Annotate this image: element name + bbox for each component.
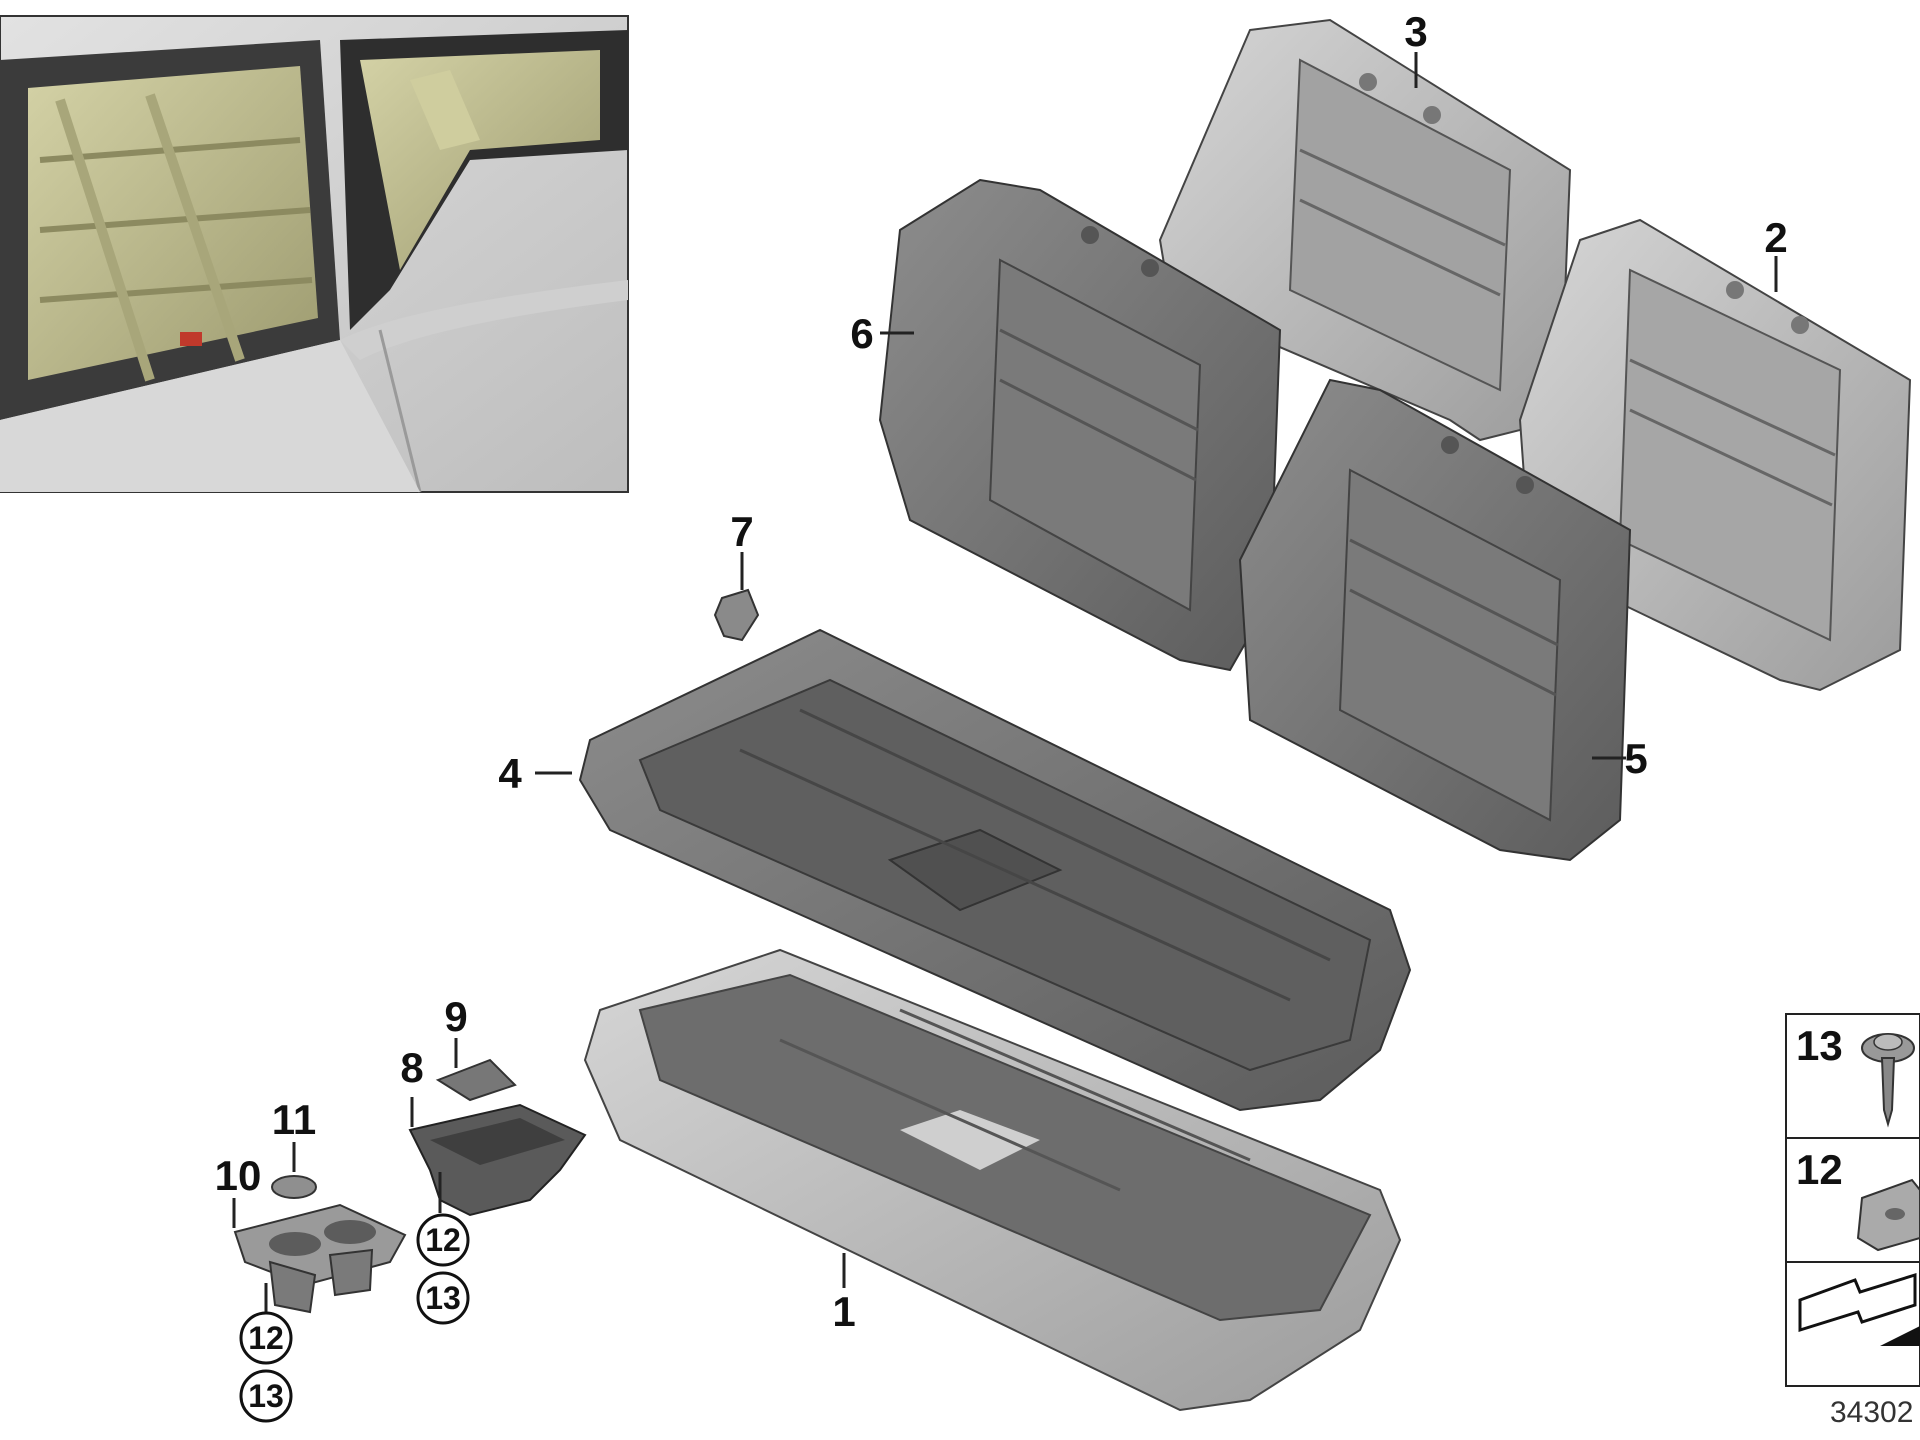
callout-7: 7 bbox=[730, 508, 753, 555]
callout-3: 3 bbox=[1404, 8, 1427, 55]
part-7-cap bbox=[713, 588, 760, 642]
leader-lines bbox=[232, 52, 1778, 1313]
callout-11: 11 bbox=[272, 1096, 316, 1143]
part-5-backrest-dark bbox=[1238, 378, 1632, 862]
callout-4: 4 bbox=[498, 750, 522, 797]
callouts: 3 2 6 7 4 5 9 8 11 10 1 bbox=[215, 8, 1788, 1335]
part-11-round-cap bbox=[271, 1175, 317, 1199]
part-4-seat-cushion bbox=[578, 628, 1412, 1112]
circled-ref-10-13: 13 bbox=[239, 1369, 293, 1423]
clip-nut-icon bbox=[1856, 1178, 1920, 1252]
diagram-reference-number: 34302 bbox=[1830, 1396, 1913, 1429]
part-6-backrest-dark bbox=[878, 178, 1282, 672]
part-1-seat-frame bbox=[583, 948, 1402, 1412]
svg-text:12: 12 bbox=[425, 1222, 461, 1258]
fastener-legend: 13 12 bbox=[1785, 1013, 1920, 1387]
callout-10: 10 bbox=[215, 1152, 262, 1199]
svg-text:13: 13 bbox=[425, 1280, 461, 1316]
part-10-cup-holder bbox=[233, 1203, 407, 1314]
part-9-lid bbox=[435, 1058, 517, 1102]
part-8-storage-tray bbox=[408, 1103, 587, 1217]
circled-ref-8-12: 12 bbox=[416, 1213, 470, 1267]
callout-8: 8 bbox=[400, 1044, 423, 1091]
legend-label-13: 13 bbox=[1796, 1022, 1843, 1069]
circled-refs: 12 13 12 13 bbox=[239, 1213, 470, 1423]
callout-1: 1 bbox=[832, 1288, 855, 1335]
callout-9: 9 bbox=[444, 993, 467, 1040]
svg-text:13: 13 bbox=[248, 1378, 284, 1414]
arrow-icon bbox=[1798, 1272, 1920, 1346]
legend-label-12: 12 bbox=[1796, 1146, 1843, 1193]
circled-ref-8-13: 13 bbox=[416, 1271, 470, 1325]
inset-vehicle-image bbox=[0, 15, 629, 493]
svg-text:12: 12 bbox=[248, 1320, 284, 1356]
callout-6: 6 bbox=[850, 310, 873, 357]
callout-5: 5 bbox=[1624, 735, 1647, 782]
circled-ref-10-12: 12 bbox=[239, 1311, 293, 1365]
screw-icon bbox=[1861, 1033, 1915, 1128]
callout-2: 2 bbox=[1764, 214, 1787, 261]
